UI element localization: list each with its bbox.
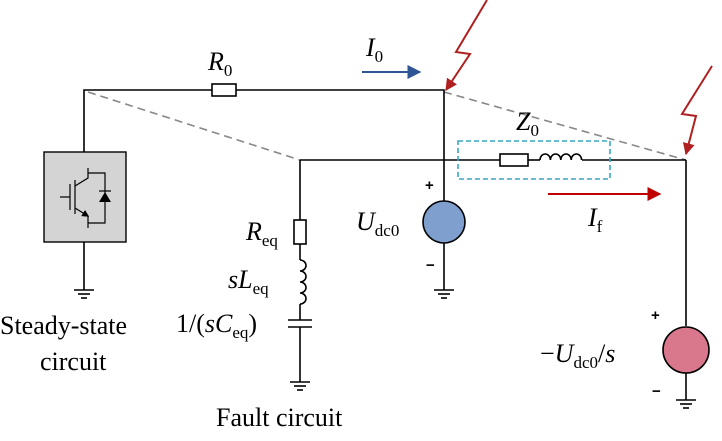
r0-resistor — [211, 83, 237, 97]
steady-state-caption-line2: circuit — [40, 347, 107, 376]
r0-label: R0 — [207, 47, 232, 80]
z0-label: Z0 — [516, 107, 539, 140]
converter-block — [43, 151, 127, 243]
steady-state-wiring — [83, 89, 445, 202]
lightning-icon — [445, 0, 488, 91]
udc0-label: Udc0 — [356, 207, 399, 240]
source2-label: −Udc0/s — [540, 339, 615, 372]
fault-circuit-caption: Fault circuit — [216, 403, 343, 432]
req-label: Req — [245, 217, 278, 250]
udc0-minus-sign: − — [426, 257, 435, 274]
z0-impedance-box — [457, 140, 611, 180]
ceq-label: 1/(sCeq) — [176, 309, 257, 342]
dashed-projection-lines — [87, 91, 687, 161]
udc0-plus-sign: + — [425, 177, 434, 194]
source2-plus-sign: + — [651, 307, 660, 324]
z0-inductor — [539, 153, 583, 161]
z0-resistor — [499, 153, 529, 167]
lightning-icon — [680, 65, 713, 156]
if-label: If — [587, 203, 603, 236]
steady-state-caption: Steady-state — [0, 311, 127, 340]
neg-udc0-over-s-source — [662, 326, 710, 409]
fault-rlc-branch — [288, 219, 312, 391]
sleq-label: sLeq — [228, 265, 269, 298]
i0-label: I0 — [365, 33, 383, 66]
fault-wiring — [299, 159, 687, 326]
source2-minus-sign: − — [652, 383, 661, 400]
udc0-voltage-source — [422, 200, 466, 299]
converter-ground — [74, 242, 94, 299]
